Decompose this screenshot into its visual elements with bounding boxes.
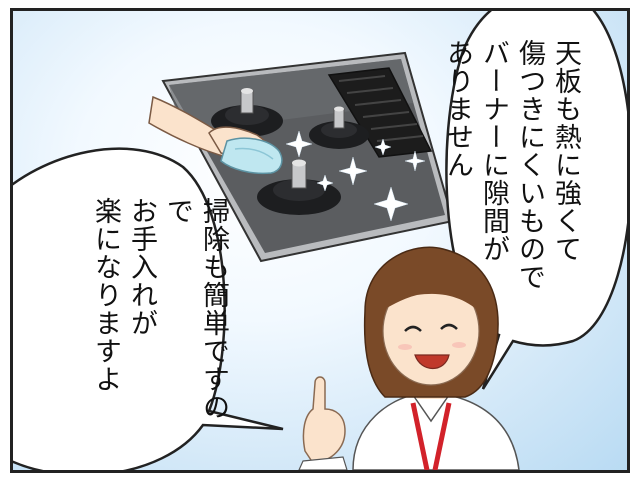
speech-right-line-2: 傷つきにくいもので (514, 39, 545, 291)
burner-front (257, 159, 341, 215)
speech-left-line-1: 掃除も簡単ですので (162, 197, 229, 421)
burner-back-right (309, 106, 369, 149)
speech-right-line-3: バーナーに隙間が (478, 39, 509, 263)
woman-presenter (298, 246, 520, 470)
hand-with-cloth (148, 95, 283, 175)
gas-cooktop (161, 51, 455, 263)
speech-right-line-4: ありません (442, 39, 473, 179)
manga-panel: 天板も熱に強くて 傷つきにくいもので バーナーに隙間が ありません 掃除も簡単で… (10, 8, 630, 473)
speech-text-right: 天板も熱に強くて 傷つきにくいもので バーナーに隙間が ありません (439, 39, 583, 349)
speech-left-line-2: お手入れが (126, 197, 157, 337)
speech-text-left: 掃除も簡単ですので お手入れが 楽になりますよ (87, 197, 231, 447)
speech-bubble-left (13, 147, 284, 470)
speech-right-line-1: 天板も熱に強くて (550, 39, 581, 263)
sparkle-effects (285, 130, 426, 222)
panel-illustration (13, 11, 627, 470)
vent-grille (327, 67, 433, 158)
speech-left-line-3: 楽になりますよ (90, 197, 121, 393)
